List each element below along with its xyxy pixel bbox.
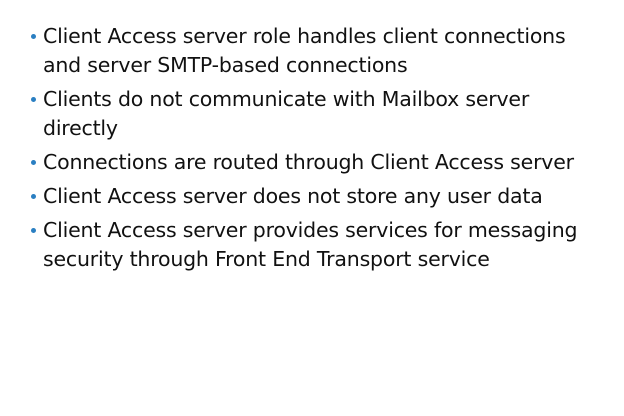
bullet-dot-icon xyxy=(31,97,36,102)
bullet-dot-icon xyxy=(31,160,36,165)
bullet-item: Client Access server role handles client… xyxy=(30,22,600,80)
bullet-text: Connections are routed through Client Ac… xyxy=(43,150,574,174)
bullet-text: Client Access server does not store any … xyxy=(43,184,543,208)
bullet-item: Client Access server does not store any … xyxy=(30,182,600,211)
bullet-text: Client Access server role handles client… xyxy=(43,24,566,77)
bullet-dot-icon xyxy=(31,194,36,199)
bullet-dot-icon xyxy=(31,228,36,233)
bullet-item: Connections are routed through Client Ac… xyxy=(30,148,600,177)
bullet-list: Client Access server role handles client… xyxy=(30,22,600,279)
bullet-dot-icon xyxy=(31,34,36,39)
bullet-text: Client Access server provides services f… xyxy=(43,218,578,271)
bullet-text: Clients do not communicate with Mailbox … xyxy=(43,87,530,140)
bullet-item: Client Access server provides services f… xyxy=(30,216,600,274)
bullet-item: Clients do not communicate with Mailbox … xyxy=(30,85,600,143)
